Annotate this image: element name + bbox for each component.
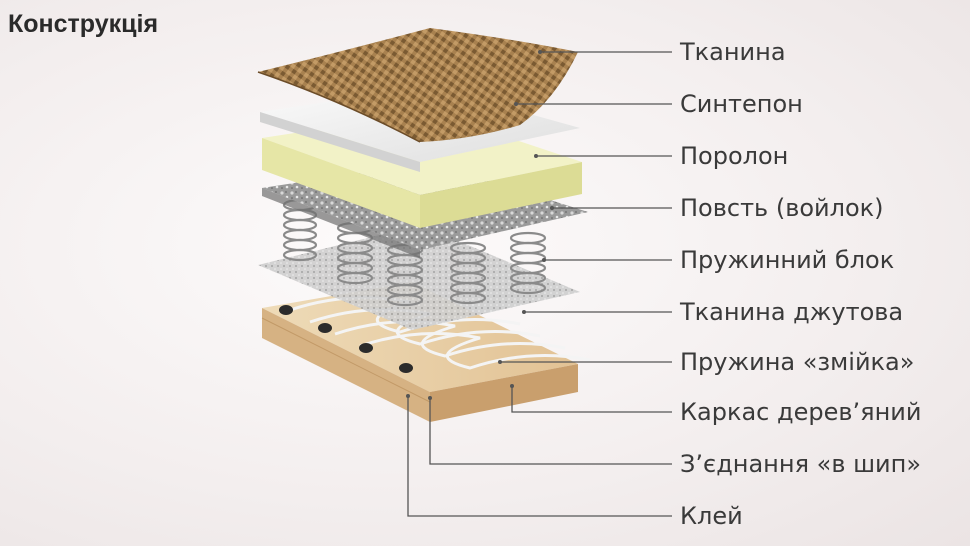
label-frame: Каркас дерев’яний [680, 398, 922, 426]
label-fabric: Тканина [680, 38, 786, 66]
label-jute: Тканина джутова [680, 298, 904, 326]
label-glue: Клей [680, 502, 743, 530]
label-zigzag: Пружина «змійка» [680, 348, 915, 376]
leader-lines [407, 51, 672, 517]
frame-bolts [279, 305, 413, 373]
spring-block [282, 198, 547, 307]
label-spring-block: Пружинний блок [680, 246, 895, 274]
label-porolon: Поролон [680, 142, 789, 170]
zigzag-springs [289, 296, 591, 370]
label-sintepon: Синтепон [680, 90, 803, 118]
leader-frame [511, 386, 672, 413]
label-joint: З’єднання «в шип» [680, 450, 922, 478]
leader-joint [429, 398, 672, 465]
leader-glue [407, 396, 672, 517]
leader-dots [406, 50, 554, 400]
diagram-title: Конструкція [8, 10, 159, 38]
wooden-frame-layer [261, 282, 578, 422]
fabric-layer [257, 28, 578, 143]
label-felt: Повсть (войлок) [680, 194, 884, 222]
